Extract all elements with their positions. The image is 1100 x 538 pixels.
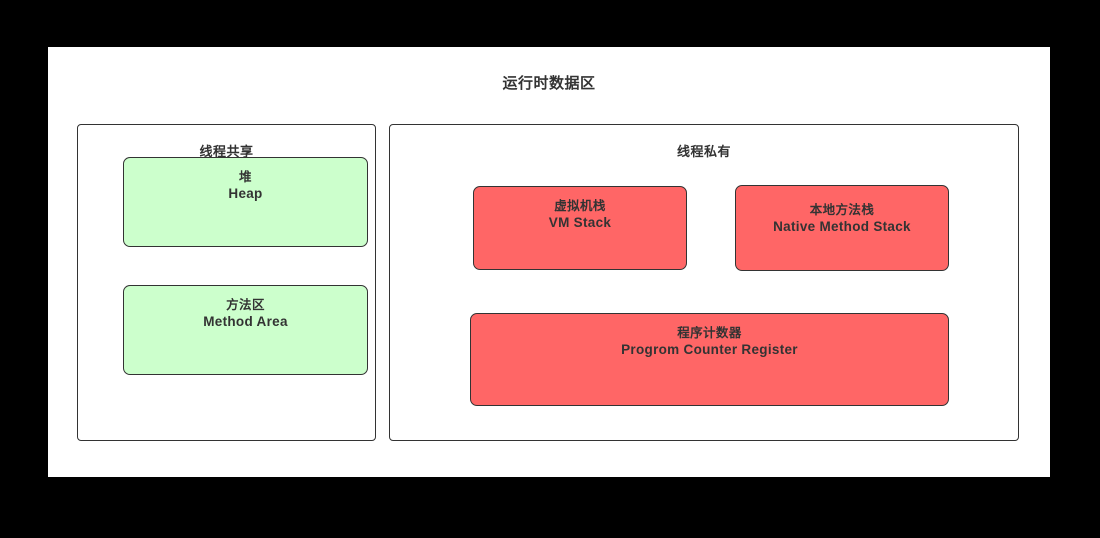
region-label-en-heap: Heap (228, 186, 263, 201)
panel-title-thread-private: 线程私有 (676, 144, 731, 159)
region-label-cn-vm-stack: 虚拟机栈 (554, 199, 606, 213)
region-box-program-counter-register[interactable]: 程序计数器 Progrom Counter Register (470, 313, 949, 406)
region-box-native-method-stack[interactable]: 本地方法栈 Native Method Stack (735, 185, 949, 271)
runtime-data-area-card: 运行时数据区 线程共享 堆 Heap 方法区 Method Area 线程私有 … (48, 47, 1050, 477)
panel-title-thread-shared: 线程共享 (199, 144, 254, 159)
region-box-heap[interactable]: 堆 Heap (123, 157, 368, 247)
region-label-cn-native-method-stack: 本地方法栈 (809, 203, 875, 217)
region-box-vm-stack[interactable]: 虚拟机栈 VM Stack (473, 186, 687, 270)
page-title: 运行时数据区 (502, 75, 596, 92)
region-label-cn-method-area: 方法区 (226, 298, 265, 312)
region-label-en-native-method-stack: Native Method Stack (773, 219, 911, 234)
region-label-en-vm-stack: VM Stack (548, 215, 612, 230)
region-box-method-area[interactable]: 方法区 Method Area (123, 285, 368, 375)
region-label-en-method-area: Method Area (203, 314, 288, 329)
region-label-en-program-counter-register: Progrom Counter Register (621, 342, 798, 357)
region-label-cn-heap: 堆 (239, 170, 252, 184)
region-label-cn-program-counter-register: 程序计数器 (677, 326, 742, 340)
